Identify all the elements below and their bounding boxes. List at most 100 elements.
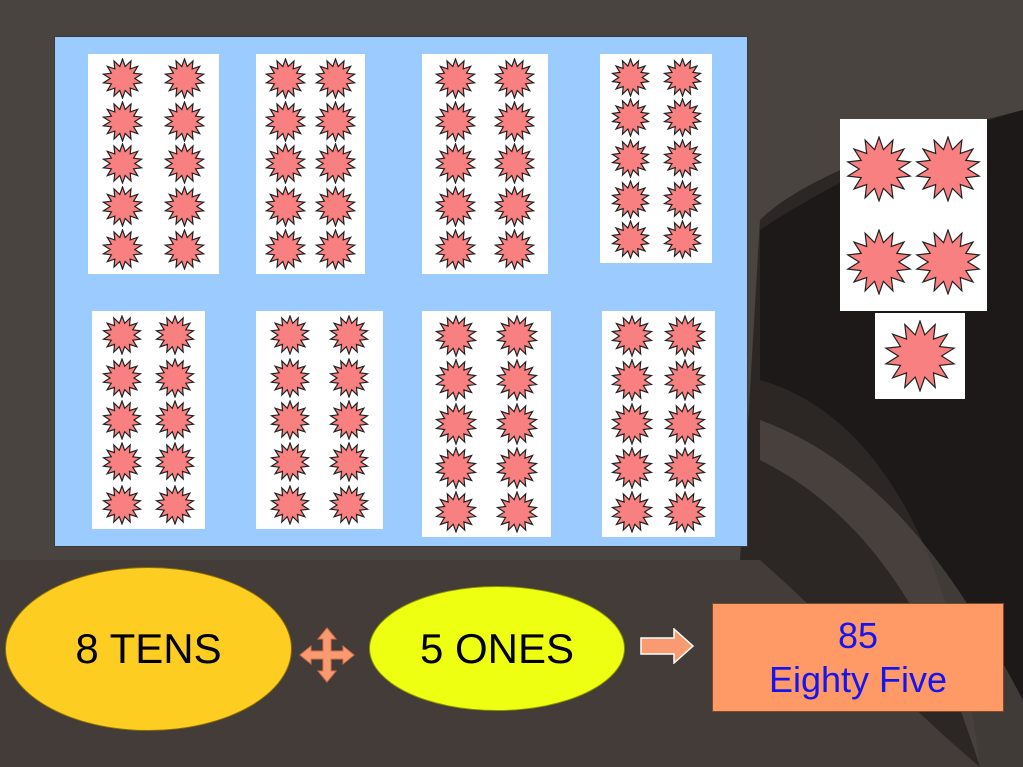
star-icon bbox=[495, 315, 538, 357]
star-grid bbox=[840, 119, 987, 311]
star-icon bbox=[435, 359, 478, 401]
star-icon bbox=[435, 447, 478, 489]
star-icon bbox=[435, 229, 476, 271]
star-icon bbox=[610, 138, 650, 178]
right-arrow-icon bbox=[640, 628, 694, 664]
star-icon bbox=[611, 403, 654, 445]
star-icon bbox=[163, 100, 205, 142]
star-icon bbox=[662, 138, 702, 178]
star-icon bbox=[315, 229, 357, 271]
star-icon bbox=[495, 447, 538, 489]
star-icon bbox=[154, 442, 195, 483]
star-icon bbox=[435, 143, 476, 185]
star-icon bbox=[102, 229, 144, 271]
tens-block-card bbox=[422, 54, 548, 274]
star-icon bbox=[845, 228, 912, 295]
star-icon bbox=[663, 359, 706, 401]
star-icon bbox=[102, 442, 143, 483]
star-icon bbox=[102, 357, 143, 398]
star-icon bbox=[662, 179, 702, 219]
star-icon bbox=[163, 186, 205, 228]
star-icon bbox=[102, 484, 143, 525]
star-icon bbox=[102, 100, 144, 142]
star-icon bbox=[264, 100, 306, 142]
star-icon bbox=[611, 491, 654, 533]
star-icon bbox=[269, 315, 310, 356]
star-icon bbox=[315, 100, 357, 142]
ones-oval: 5 ONES bbox=[369, 586, 625, 711]
star-icon bbox=[102, 315, 143, 356]
star-icon bbox=[269, 484, 310, 525]
four-way-arrow-icon bbox=[299, 627, 355, 683]
star-icon bbox=[611, 315, 654, 357]
star-icon bbox=[269, 399, 310, 440]
star-grid bbox=[256, 54, 365, 274]
star-icon bbox=[494, 229, 535, 271]
star-icon bbox=[915, 228, 982, 295]
star-icon bbox=[663, 447, 706, 489]
tens-oval: 8 TENS bbox=[5, 567, 292, 731]
tens-block-card bbox=[92, 311, 205, 529]
star-icon bbox=[611, 359, 654, 401]
ones-label: 5 ONES bbox=[419, 624, 575, 672]
result-words: Eighty Five bbox=[768, 658, 948, 700]
result-box: 85 Eighty Five bbox=[712, 603, 1004, 712]
star-icon bbox=[611, 447, 654, 489]
star-icon bbox=[102, 143, 144, 185]
star-icon bbox=[163, 143, 205, 185]
star-icon bbox=[163, 229, 205, 271]
star-grid bbox=[88, 54, 219, 274]
star-icon bbox=[264, 143, 306, 185]
star-icon bbox=[102, 186, 144, 228]
star-icon bbox=[435, 403, 478, 445]
star-icon bbox=[610, 98, 650, 138]
tens-block-card bbox=[602, 311, 715, 537]
star-icon bbox=[610, 220, 650, 260]
star-icon bbox=[264, 57, 306, 99]
star-icon bbox=[495, 403, 538, 445]
star-icon bbox=[663, 315, 706, 357]
star-icon bbox=[269, 442, 310, 483]
star-icon bbox=[154, 484, 195, 525]
star-icon bbox=[315, 143, 357, 185]
star-icon bbox=[154, 399, 195, 440]
star-grid bbox=[256, 311, 383, 529]
star-icon bbox=[494, 100, 535, 142]
star-icon bbox=[915, 135, 982, 202]
tens-label: 8 TENS bbox=[75, 625, 222, 672]
star-icon bbox=[329, 399, 370, 440]
star-icon bbox=[329, 442, 370, 483]
tens-block-card bbox=[88, 54, 219, 274]
star-icon bbox=[845, 135, 912, 202]
star-icon bbox=[315, 57, 357, 99]
star-icon bbox=[663, 403, 706, 445]
star-icon bbox=[435, 100, 476, 142]
star-icon bbox=[494, 186, 535, 228]
star-icon bbox=[495, 491, 538, 533]
star-icon bbox=[435, 57, 476, 99]
star-icon bbox=[154, 357, 195, 398]
star-icon bbox=[154, 315, 195, 356]
star-icon bbox=[329, 484, 370, 525]
star-icon bbox=[264, 186, 306, 228]
star-icon bbox=[435, 315, 478, 357]
star-icon bbox=[495, 359, 538, 401]
star-icon bbox=[102, 399, 143, 440]
tens-block-card bbox=[600, 54, 712, 263]
star-icon bbox=[163, 57, 205, 99]
star-icon bbox=[662, 220, 702, 260]
tens-block-card bbox=[422, 311, 551, 537]
star-icon bbox=[610, 57, 650, 97]
tens-block-card bbox=[256, 54, 365, 274]
ones-block-card bbox=[840, 119, 987, 311]
star-icon bbox=[269, 357, 310, 398]
star-icon bbox=[494, 57, 535, 99]
star-grid bbox=[422, 54, 548, 274]
star-icon bbox=[494, 143, 535, 185]
star-icon bbox=[264, 229, 306, 271]
star-icon bbox=[102, 57, 144, 99]
star-icon bbox=[663, 491, 706, 533]
result-number: 85 bbox=[837, 614, 879, 656]
star-icon bbox=[884, 320, 956, 392]
star-icon bbox=[662, 57, 702, 97]
